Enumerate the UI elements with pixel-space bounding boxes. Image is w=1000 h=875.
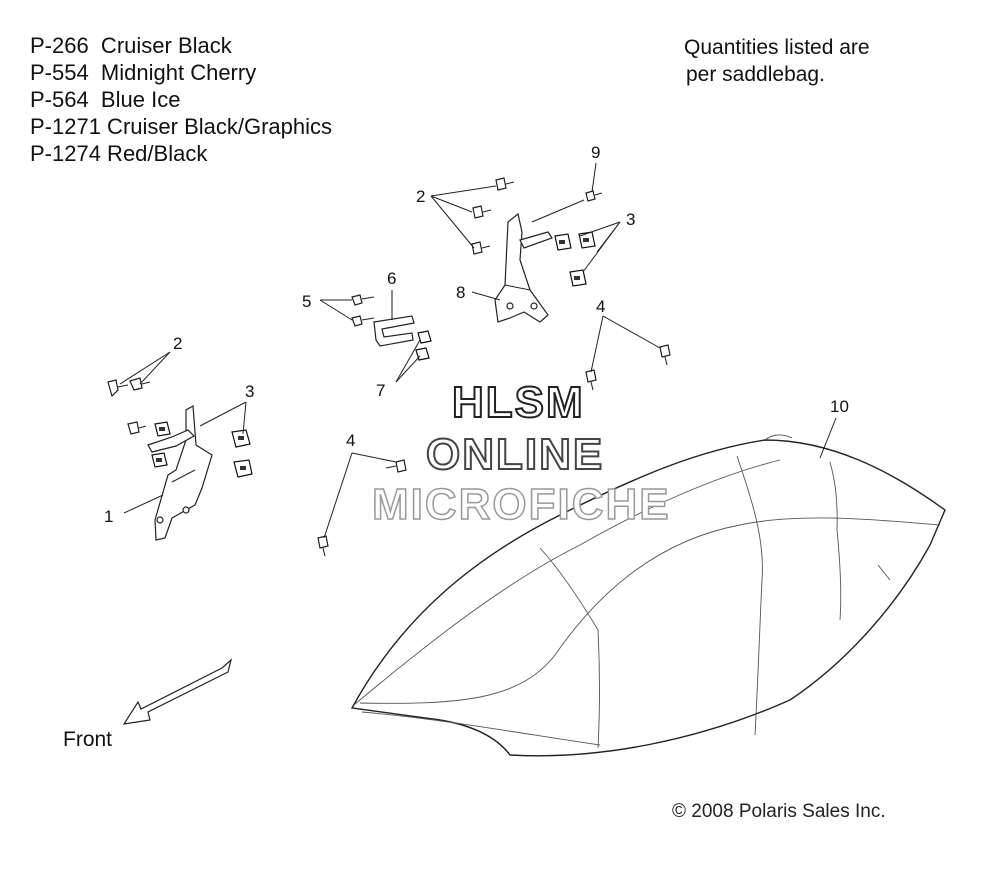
callout-2: 2 [173, 334, 182, 353]
callout-3: 3 [626, 210, 635, 229]
callout-2: 2 [416, 187, 425, 206]
callout-4: 4 [596, 297, 605, 316]
callout-3: 3 [245, 382, 254, 401]
front-arrow-icon [122, 658, 233, 725]
color-code-item: P-1271 Cruiser Black/Graphics [30, 114, 333, 139]
watermark-line2: ONLINE [425, 429, 605, 480]
color-code-item: P-266 Cruiser Black [30, 33, 232, 58]
callout-8: 8 [456, 283, 465, 302]
left-bracket [147, 405, 213, 541]
callout-1: 1 [104, 507, 113, 526]
upper-clips [554, 231, 596, 287]
bolts-5 [351, 294, 375, 327]
left-clips [151, 421, 253, 478]
callout-6: 6 [387, 269, 396, 288]
callout-4: 4 [346, 431, 355, 450]
watermark-line1: HLSM [451, 377, 585, 428]
leader-lines [119, 162, 837, 539]
left-bolts [107, 377, 151, 435]
quantity-note: Quantities listed are per saddlebag. [684, 34, 870, 88]
color-code-list: P-266 Cruiser Black P-554 Midnight Cherr… [30, 32, 332, 167]
quantity-note-line1: Quantities listed are [684, 36, 870, 59]
callout-5: 5 [302, 292, 311, 311]
copyright-text: © 2008 Polaris Sales Inc. [672, 801, 886, 822]
quantity-note-line2: per saddlebag. [686, 63, 825, 86]
strap-6 [373, 315, 415, 347]
color-code-item: P-554 Midnight Cherry [30, 60, 257, 85]
saddlebag-shell [350, 434, 946, 757]
callout-10: 10 [830, 397, 849, 416]
nuts-7 [415, 330, 432, 361]
color-code-item: P-1274 Red/Black [30, 141, 208, 166]
watermark-line3: MICROFICHE [371, 479, 671, 530]
color-code-item: P-564 Blue Ice [30, 87, 181, 112]
upper-bracket [494, 212, 553, 323]
upper-bolts [471, 177, 603, 255]
callout-7: 7 [376, 381, 385, 400]
front-label: Front [63, 728, 113, 751]
callout-9: 9 [591, 143, 600, 162]
